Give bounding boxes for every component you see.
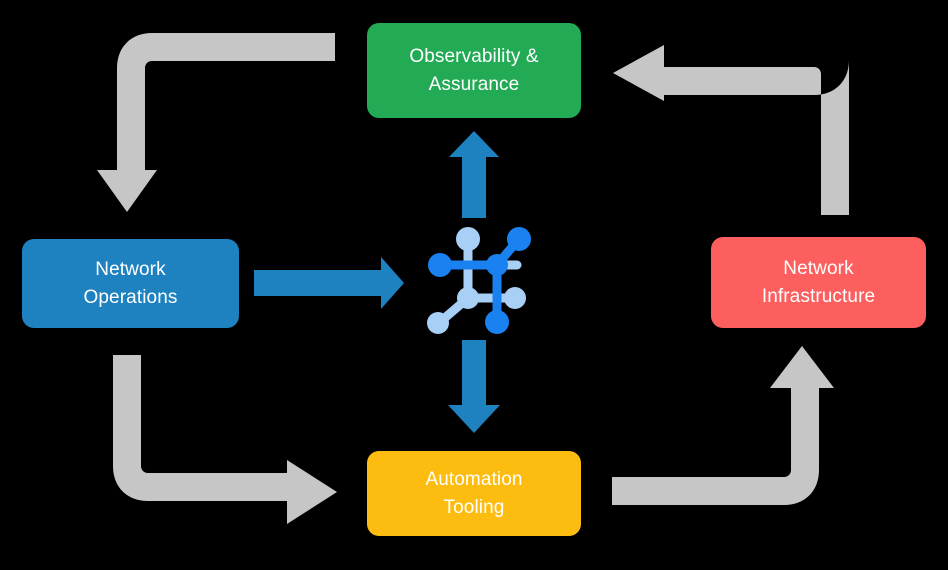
node-label-observability: Observability & Assurance: [409, 45, 539, 95]
node-box-network-infrastructure[interactable]: Network Infrastructure: [711, 237, 926, 328]
arrow-center-to-observability: [449, 131, 499, 218]
arrow-infrastructure-to-observability: [613, 45, 849, 215]
arrow-center-to-automation: [448, 340, 500, 433]
node-label-network-infrastructure: Network Infrastructure: [761, 257, 876, 307]
topology-light-nodes: [427, 227, 526, 334]
arrow-automation-to-infrastructure: [612, 346, 834, 505]
node-label-automation-tooling: Automation Tooling: [425, 468, 523, 518]
node-box-network-operations[interactable]: Network Operations: [22, 239, 239, 328]
arrow-observability-to-operations-shape: [97, 33, 335, 212]
arrow-operations-to-center: [254, 257, 404, 309]
arrow-operations-to-automation: [113, 355, 337, 524]
node-box-automation-tooling[interactable]: Automation Tooling: [367, 451, 581, 536]
network-topology-icon: [427, 227, 531, 334]
node-label-network-operations: Network Operations: [83, 258, 178, 308]
topology-strong-nodes: [428, 227, 531, 334]
node-box-observability[interactable]: Observability & Assurance: [367, 23, 581, 118]
